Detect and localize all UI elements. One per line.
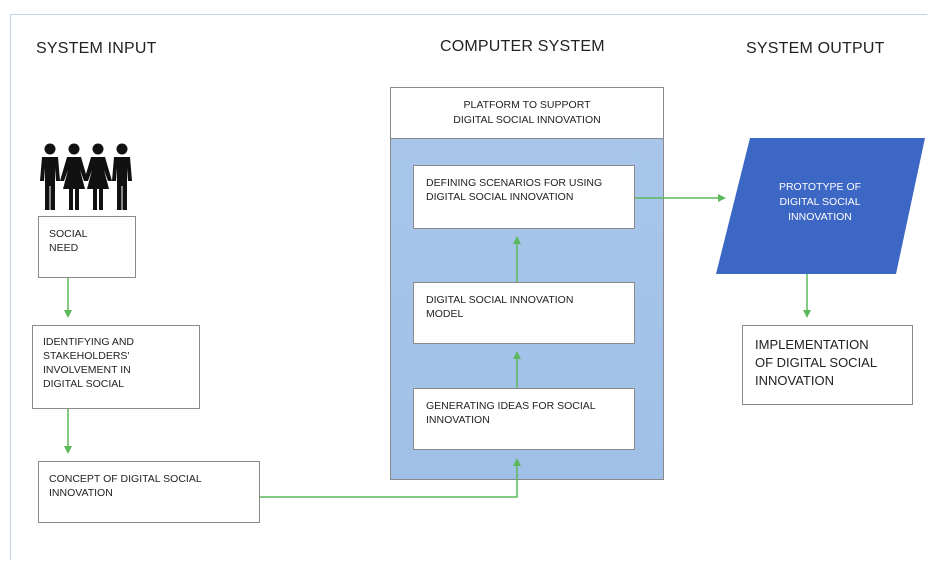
people-group-icon bbox=[40, 143, 132, 210]
heading-system-output: SYSTEM OUTPUT bbox=[746, 40, 885, 57]
dsi-model-box: DIGITAL SOCIAL INNOVATION MODEL bbox=[413, 282, 635, 344]
person-icon bbox=[112, 143, 132, 210]
concept-box: CONCEPT OF DIGITAL SOCIAL INNOVATION bbox=[38, 461, 260, 523]
heading-system-input: SYSTEM INPUT bbox=[36, 40, 157, 57]
defining-scenarios-box: DEFINING SCENARIOS FOR USING DIGITAL SOC… bbox=[413, 165, 635, 229]
identifying-stakeholders-box: IDENTIFYING AND STAKEHOLDERS' INVOLVEMEN… bbox=[32, 325, 200, 409]
arrow-concept-to-generating bbox=[260, 458, 521, 498]
person-icon bbox=[40, 143, 60, 210]
prototype-shape bbox=[716, 138, 925, 274]
diagram-frame bbox=[10, 14, 927, 560]
generating-ideas-box: GENERATING IDEAS FOR SOCIAL INNOVATION bbox=[413, 388, 635, 450]
heading-computer-system: COMPUTER SYSTEM bbox=[440, 38, 605, 55]
implementation-box: IMPLEMENTATION OF DIGITAL SOCIAL INNOVAT… bbox=[742, 325, 913, 405]
person-icon bbox=[84, 143, 112, 210]
person-icon bbox=[60, 143, 88, 210]
prototype-label: PROTOTYPE OF DIGITAL SOCIAL INNOVATION bbox=[778, 181, 862, 223]
platform-header: PLATFORM TO SUPPORT DIGITAL SOCIAL INNOV… bbox=[390, 87, 664, 139]
social-need-box: SOCIAL NEED bbox=[38, 216, 136, 278]
